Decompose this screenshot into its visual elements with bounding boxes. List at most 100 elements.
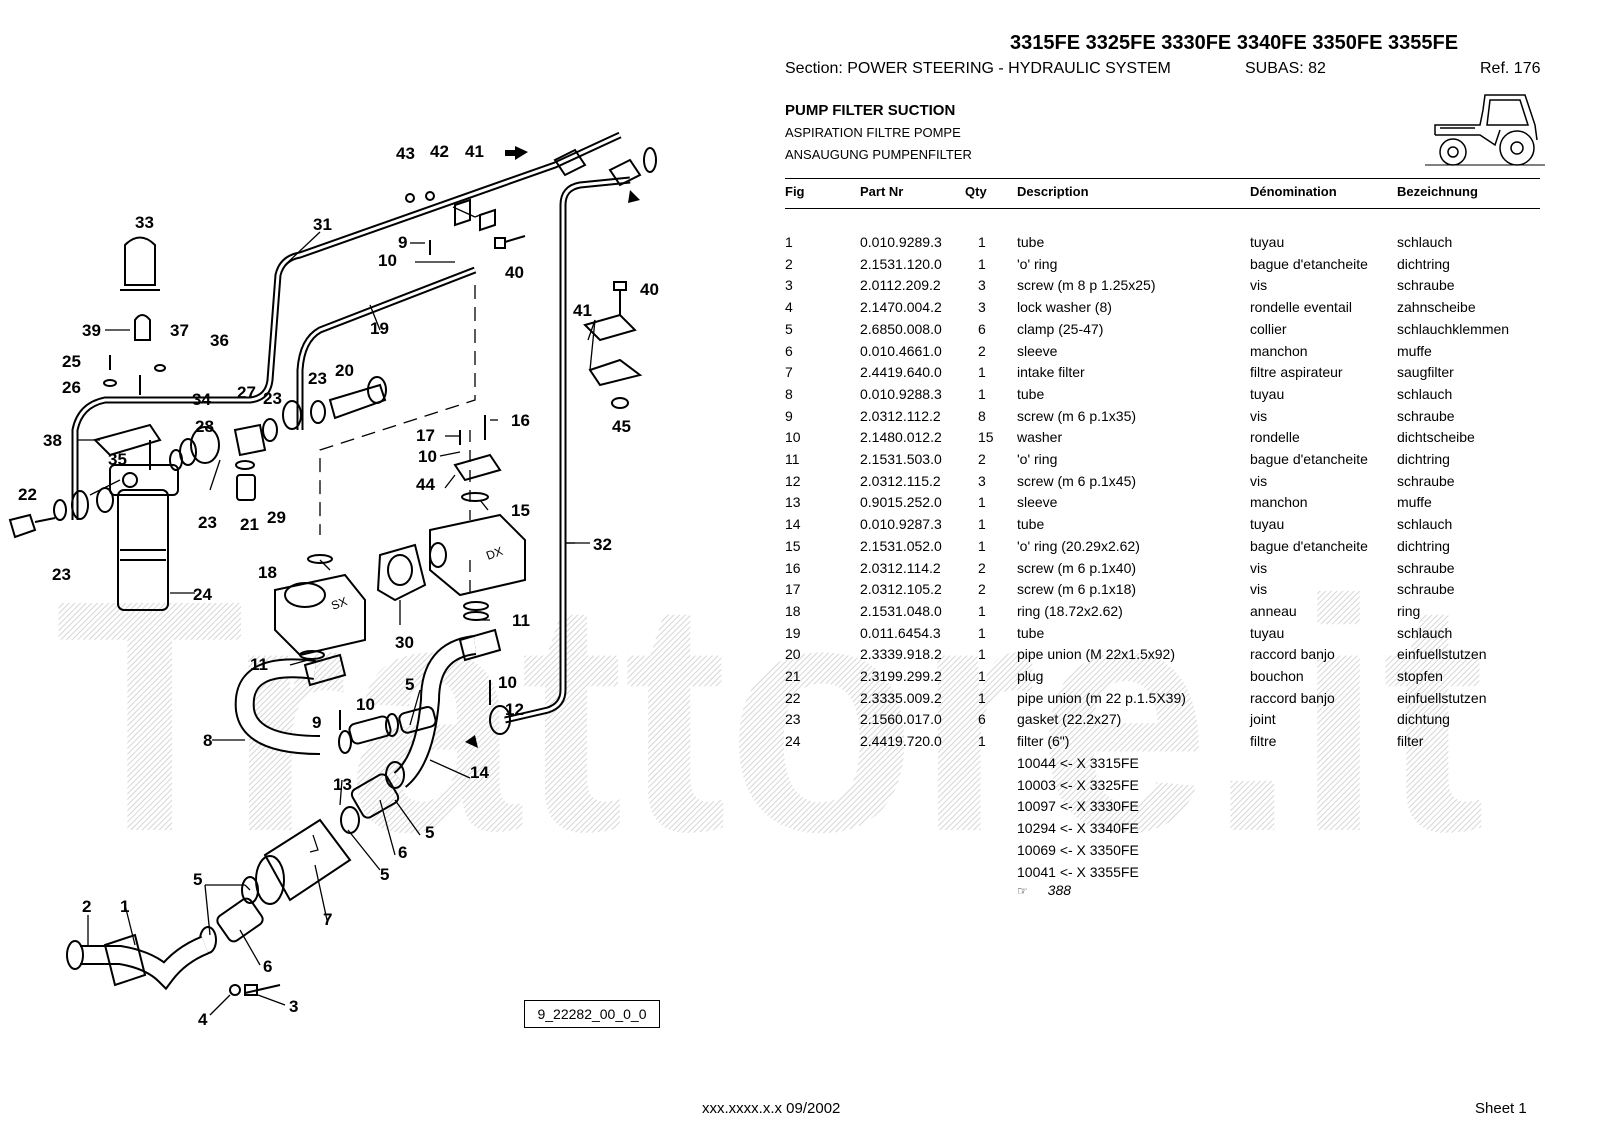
callout-19: 19 — [370, 319, 389, 338]
model-list: 3315FE 3325FE 3330FE 3340FE 3350FE 3355F… — [1010, 32, 1459, 54]
callout-23c: 23 — [198, 513, 217, 532]
heading-french: ASPIRATION FILTRE POMPE — [785, 125, 961, 140]
column-header-denomination: Dénomination — [1250, 184, 1337, 199]
cell-fig: 10 — [785, 429, 801, 446]
section-title: Section: POWER STEERING - HYDRAULIC SYST… — [785, 60, 1171, 77]
callout-42: 42 — [430, 142, 449, 161]
cell-bezeichnung: stopfen — [1397, 668, 1443, 684]
serial-note: 10044 <- X 3315FE — [1017, 755, 1139, 771]
callout-10c: 10 — [498, 673, 517, 692]
cell-qty: 2 — [978, 581, 986, 598]
cell-description: sleeve — [1017, 342, 1058, 359]
cell-description: tube — [1017, 234, 1045, 250]
cell-denomination: tuyau — [1250, 234, 1285, 250]
cell-qty: 1 — [978, 602, 986, 619]
callout-41b: 41 — [573, 301, 592, 320]
page-reference: ☞ 388 — [1017, 882, 1071, 898]
cell-fig: 6 — [785, 342, 793, 359]
cell-description: tube — [1017, 385, 1045, 402]
callout-27: 27 — [237, 383, 256, 402]
cell-bezeichnung: schlauch — [1397, 385, 1453, 402]
pointing-hand-icon: ☞ — [1017, 884, 1028, 898]
cell-description: ring (18.72x2.62) — [1017, 602, 1123, 619]
callout-20: 20 — [335, 361, 354, 380]
cell-denomination: bague d'etancheite — [1250, 537, 1368, 554]
cell-qty: 1 — [978, 624, 986, 641]
cell-denomination: joint — [1250, 711, 1276, 728]
callout-10a: 10 — [378, 251, 397, 270]
cell-qty: 1 — [978, 494, 986, 511]
cell-denomination: bague d'etancheite — [1250, 451, 1368, 467]
serial-note: 10003 <- X 3325FE — [1017, 776, 1139, 793]
cell-denomination: tuyau — [1250, 624, 1285, 641]
cell-part-nr: 0.010.9287.3 — [860, 516, 942, 533]
cell-denomination: bouchon — [1250, 668, 1304, 684]
cell-qty: 15 — [978, 429, 994, 446]
cell-part-nr: 0.010.9288.3 — [860, 385, 942, 402]
cell-qty: 1 — [978, 385, 986, 402]
serial-note: 10294 <- X 3340FE — [1017, 820, 1139, 837]
callout-40b: 40 — [640, 280, 659, 299]
cell-qty: 3 — [978, 277, 986, 294]
cell-part-nr: 2.3199.299.2 — [860, 668, 942, 684]
callout-40a: 40 — [505, 263, 524, 282]
callout-13: 13 — [333, 775, 352, 794]
cell-part-nr: 2.1531.048.0 — [860, 602, 942, 619]
cell-description: sleeve — [1017, 494, 1058, 511]
cell-description: 'o' ring (20.29x2.62) — [1017, 537, 1140, 554]
cell-qty: 2 — [978, 342, 986, 359]
page-reference-number: 388 — [1047, 882, 1072, 898]
cell-bezeichnung: zahnscheibe — [1397, 299, 1476, 316]
cell-description: pipe union (M 22x1.5x92) — [1017, 646, 1175, 663]
cell-qty: 3 — [978, 472, 986, 489]
cell-fig: 14 — [785, 516, 801, 533]
callout-28: 28 — [195, 417, 214, 436]
cell-bezeichnung: dichtscheibe — [1397, 429, 1475, 446]
callout-41a: 41 — [465, 142, 484, 161]
callout-24: 24 — [193, 585, 212, 604]
column-header-qty: Qty — [965, 184, 987, 199]
cell-qty: 1 — [978, 234, 986, 250]
cell-part-nr: 2.0312.114.2 — [860, 559, 941, 576]
callout-11a: 11 — [250, 655, 268, 674]
cell-fig: 13 — [785, 494, 801, 511]
callout-34: 34 — [192, 390, 211, 409]
cell-denomination: tuyau — [1250, 516, 1285, 533]
callout-36: 36 — [210, 331, 229, 350]
callout-4: 4 — [198, 1010, 208, 1029]
callout-38: 38 — [43, 431, 62, 450]
serial-note: 10041 <- X 3355FE — [1017, 863, 1139, 880]
cell-bezeichnung: muffe — [1397, 494, 1432, 511]
cell-fig: 3 — [785, 277, 793, 294]
cell-denomination: collier — [1250, 320, 1287, 337]
callout-5d: 5 — [193, 870, 202, 889]
cell-part-nr: 2.3335.009.2 — [860, 689, 942, 706]
column-header-description: Description — [1017, 184, 1089, 199]
cell-bezeichnung: schlauch — [1397, 624, 1453, 641]
callout-18: 18 — [258, 563, 277, 582]
cell-bezeichnung: schraube — [1397, 472, 1455, 489]
cell-fig: 5 — [785, 320, 793, 337]
cell-description: screw (m 8 p 1.25x25) — [1017, 277, 1156, 294]
cell-part-nr: 2.3339.918.2 — [860, 646, 942, 663]
cell-qty: 6 — [978, 320, 986, 337]
callout-22: 22 — [18, 485, 37, 504]
cell-description: tube — [1017, 624, 1045, 641]
callout-35: 35 — [108, 450, 127, 469]
cell-description: plug — [1017, 668, 1044, 684]
cell-part-nr: 0.011.6454.3 — [860, 624, 941, 641]
callout-7: 7 — [323, 910, 332, 929]
cell-part-nr: 0.010.9289.3 — [860, 234, 942, 250]
cell-qty: 8 — [978, 407, 986, 424]
